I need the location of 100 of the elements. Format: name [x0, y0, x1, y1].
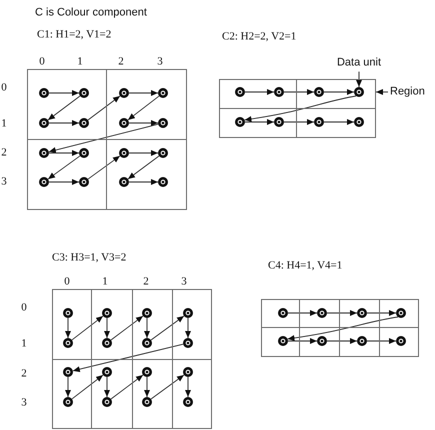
grid-region: [219, 79, 297, 109]
arrow: [284, 89, 314, 95]
arrow: [48, 124, 159, 153]
arrow: [72, 344, 184, 372]
bullseye-dot: [102, 367, 112, 377]
arrow: [65, 376, 71, 398]
grid-region: [379, 327, 419, 357]
arrow: [185, 318, 191, 338]
arrow: [48, 155, 80, 180]
arrow: [110, 374, 144, 400]
bullseye-dot: [79, 88, 89, 98]
bullseye-dot: [63, 308, 73, 318]
bullseye-dot: [357, 336, 367, 346]
bullseye-dot: [79, 177, 89, 187]
bullseye-dot: [142, 397, 152, 407]
arrow: [72, 374, 104, 400]
row-number: 0: [1, 81, 7, 95]
bullseye-dot: [278, 308, 288, 318]
column-number: 1: [77, 55, 83, 69]
arrow: [326, 310, 358, 316]
arrow: [72, 316, 104, 340]
grid-region: [106, 69, 187, 140]
bullseye-dot: [63, 338, 73, 348]
row-number: 2: [1, 146, 7, 160]
grid-region: [52, 359, 92, 429]
arrow: [48, 120, 80, 126]
grid-region: [219, 108, 297, 138]
bullseye-dot: [183, 338, 193, 348]
row-number: 0: [21, 301, 27, 315]
bullseye-dot: [119, 148, 129, 158]
bullseye-dot: [235, 87, 245, 97]
arrow: [128, 120, 158, 126]
arrow: [128, 179, 158, 185]
bullseye-dot: [39, 118, 49, 128]
bullseye-dot: [119, 177, 129, 187]
arrow: [326, 338, 358, 344]
column-number: 0: [39, 55, 45, 69]
bullseye-dot: [102, 397, 112, 407]
row-number: 2: [21, 367, 27, 381]
column-number: 1: [102, 275, 108, 289]
grid-region: [261, 299, 300, 328]
bullseye-dot: [142, 338, 152, 348]
arrow: [88, 96, 120, 120]
bullseye-dot: [39, 148, 49, 158]
bullseye-dot: [183, 397, 193, 407]
arrow: [366, 310, 396, 316]
bullseye-dot: [63, 397, 73, 407]
arrow: [48, 150, 80, 156]
bullseye-dot: [79, 118, 89, 128]
bullseye-dot: [102, 308, 112, 318]
leader-arrow: [376, 89, 388, 95]
bullseye-dot: [63, 367, 73, 377]
grid-region: [172, 359, 212, 429]
curved-arrow: [287, 316, 398, 341]
bullseye-dot: [354, 117, 364, 127]
callout-label: Data unit: [336, 56, 382, 70]
grid-region: [296, 108, 376, 138]
arrow: [48, 96, 80, 120]
arrow: [128, 96, 160, 120]
row-number: 1: [1, 117, 7, 131]
bullseye-dot: [39, 88, 49, 98]
bullseye-dot: [396, 336, 406, 346]
bullseye-dot: [183, 367, 193, 377]
component-title: C1: H1=2, V1=2: [37, 28, 112, 42]
bullseye-dot: [79, 148, 89, 158]
bullseye-dot: [142, 367, 152, 377]
arrow: [150, 316, 184, 340]
bullseye-dot: [183, 308, 193, 318]
arrow: [104, 376, 110, 398]
grid-region: [261, 327, 300, 357]
arrow: [288, 338, 318, 344]
bullseye-dot: [314, 87, 324, 97]
figure-heading: C is Colour component: [35, 6, 147, 20]
grid-region: [379, 299, 419, 328]
component-title: C4: H4=1, V4=1: [268, 259, 342, 273]
grid-region: [172, 289, 212, 360]
bullseye-dot: [119, 88, 129, 98]
arrow: [128, 156, 160, 180]
grid-region: [52, 289, 92, 360]
bullseye-dot: [235, 117, 245, 127]
arrow: [288, 310, 318, 316]
arrow: [88, 155, 120, 180]
column-number: 3: [181, 275, 187, 289]
component-title: C3: H3=1, V3=2: [52, 251, 126, 265]
grid-region: [296, 79, 376, 109]
bullseye-dot: [158, 148, 168, 158]
bullseye-dot: [39, 177, 49, 187]
arrow: [48, 90, 80, 96]
arrow: [284, 119, 314, 125]
grid-region: [27, 139, 107, 210]
arrow: [144, 318, 150, 338]
bullseye-dot: [102, 338, 112, 348]
arrow: [65, 318, 71, 338]
arrow: [185, 376, 191, 398]
bullseye-dot: [354, 87, 364, 97]
column-number: 3: [157, 55, 163, 69]
bullseye-dot: [119, 118, 129, 128]
column-number: 0: [64, 275, 70, 289]
bullseye-dot: [158, 177, 168, 187]
bullseye-dot: [158, 88, 168, 98]
